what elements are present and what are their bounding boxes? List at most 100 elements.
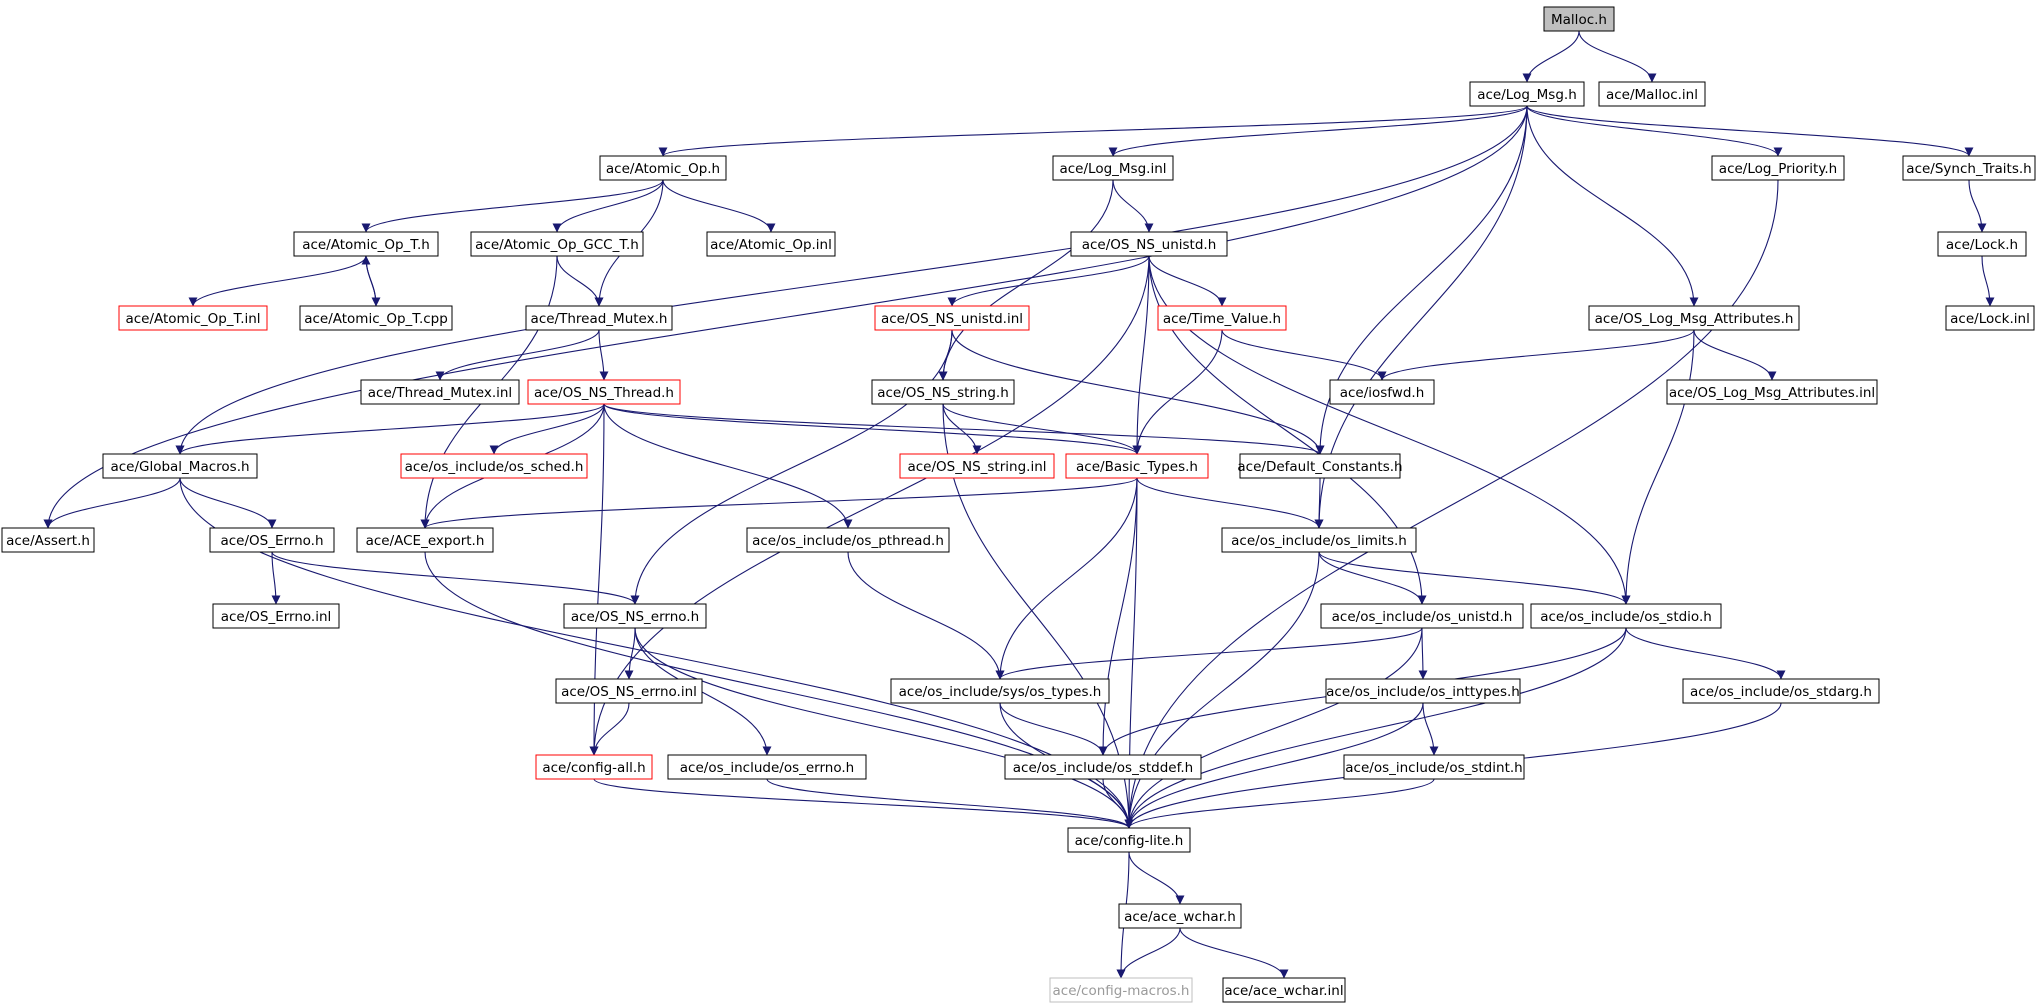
- node-label: ace/OS_NS_Thread.h: [534, 385, 674, 401]
- node-box: [874, 305, 1030, 331]
- node-os_sched_h[interactable]: ace/os_include/os_sched.h: [400, 453, 588, 479]
- edge-os_ns_thread_h-to-os_sched_h: [489, 403, 605, 455]
- node-label: ace/OS_NS_unistd.inl: [881, 311, 1023, 327]
- node-atomic_op_h[interactable]: ace/Atomic_Op.h: [599, 155, 727, 181]
- node-box: [706, 231, 836, 257]
- node-os_ns_unistd_h[interactable]: ace/OS_NS_unistd.h: [1070, 231, 1228, 257]
- edge-os_stdio_h-to-config_lite_h: [1124, 627, 1627, 829]
- edge-sys_os_types_h-to-os_stddef_h: [999, 702, 1108, 756]
- node-os_stdio_h[interactable]: ace/os_include/os_stdio.h: [1530, 603, 1722, 629]
- node-os_ns_string_h[interactable]: ace/OS_NS_string.h: [871, 379, 1015, 405]
- node-os_ns_unistd_inl[interactable]: ace/OS_NS_unistd.inl: [874, 305, 1030, 331]
- node-os_stddef_h[interactable]: ace/os_include/os_stddef.h: [1004, 754, 1202, 780]
- node-label: ace/Atomic_Op_T.h: [302, 237, 430, 253]
- node-box: [1666, 379, 1878, 405]
- node-atomic_op_gcc_t_h[interactable]: ace/Atomic_Op_GCC_T.h: [470, 231, 644, 257]
- edge-os_ns_thread_h-to-global_macros_h: [175, 403, 605, 455]
- node-default_constants_h[interactable]: ace/Default_Constants.h: [1237, 453, 1403, 479]
- node-atomic_op_inl[interactable]: ace/Atomic_Op.inl: [706, 231, 836, 257]
- node-box: [1221, 527, 1417, 553]
- node-label: ace/OS_NS_string.inl: [907, 459, 1046, 475]
- node-atomic_op_t_h[interactable]: ace/Atomic_Op_T.h: [293, 231, 439, 257]
- node-os_pthread_h[interactable]: ace/os_include/os_pthread.h: [746, 527, 950, 553]
- node-os_errno_inl[interactable]: ace/OS_Errno.inl: [212, 603, 340, 629]
- node-label: ace/Thread_Mutex.h: [531, 311, 668, 327]
- node-lock_h[interactable]: ace/Lock.h: [1937, 231, 2027, 257]
- node-ace_wchar_inl[interactable]: ace/ace_wchar.inl: [1222, 977, 1346, 1003]
- node-box: [118, 305, 268, 331]
- node-log_msg_h[interactable]: ace/Log_Msg.h: [1469, 81, 1585, 107]
- node-label: ace/ace_wchar.h: [1124, 909, 1236, 925]
- edge-os_unistd_h-to-os_inttypes_h: [1418, 627, 1428, 680]
- node-label: Malloc.h: [1551, 12, 1607, 28]
- edge-os_ns_unistd_inl-to-default_constants_h: [951, 329, 1325, 455]
- node-global_macros_h[interactable]: ace/Global_Macros.h: [102, 453, 258, 479]
- node-os_errno_os_h[interactable]: ace/os_include/os_errno.h: [667, 754, 867, 780]
- edge-os_ns_unistd_h-to-config_all_h: [589, 255, 1150, 756]
- edge-os_errno_h-to-os_errno_inl: [271, 551, 281, 605]
- node-label: ace/ACE_export.h: [366, 533, 485, 549]
- node-os_errno_h[interactable]: ace/OS_Errno.h: [209, 527, 335, 553]
- node-log_priority_h[interactable]: ace/Log_Priority.h: [1711, 155, 1845, 181]
- node-label: ace/OS_NS_errno.h: [571, 609, 699, 625]
- node-config_lite_h[interactable]: ace/config-lite.h: [1067, 827, 1191, 853]
- node-box: [360, 379, 520, 405]
- node-os_log_msg_attributes_inl[interactable]: ace/OS_Log_Msg_Attributes.inl: [1666, 379, 1878, 405]
- node-label: ace/config-lite.h: [1075, 833, 1184, 849]
- node-ace_wchar_h[interactable]: ace/ace_wchar.h: [1118, 903, 1242, 929]
- node-os_inttypes_h[interactable]: ace/os_include/os_inttypes.h: [1325, 678, 1521, 704]
- node-atomic_op_t_cpp[interactable]: ace/Atomic_Op_T.cpp: [299, 305, 453, 331]
- node-malloc_h[interactable]: Malloc.h: [1543, 6, 1615, 32]
- node-box: [1067, 827, 1191, 853]
- node-box: [1118, 903, 1242, 929]
- node-label: ace/Default_Constants.h: [1237, 459, 1402, 475]
- node-box: [1598, 81, 1706, 107]
- node-basic_types_h[interactable]: ace/Basic_Types.h: [1065, 453, 1209, 479]
- node-box: [1711, 155, 1845, 181]
- edge-basic_types_h-to-os_limits_h: [1136, 477, 1324, 529]
- edge-thread_mutex_h-to-thread_mutex_inl: [435, 329, 600, 381]
- node-lock_inl[interactable]: ace/Lock.inl: [1945, 305, 2035, 331]
- node-label: ace/Log_Priority.h: [1719, 161, 1837, 177]
- node-os_limits_h[interactable]: ace/os_include/os_limits.h: [1221, 527, 1417, 553]
- edge-os_ns_unistd_h-to-basic_types_h: [1132, 255, 1150, 455]
- edge-os_ns_unistd_h-to-time_value_h: [1148, 255, 1227, 307]
- node-os_ns_errno_inl[interactable]: ace/OS_NS_errno.inl: [555, 678, 703, 704]
- node-label: ace/ace_wchar.inl: [1224, 983, 1343, 999]
- node-label: ace/Basic_Types.h: [1076, 459, 1198, 475]
- node-os_ns_errno_h[interactable]: ace/OS_NS_errno.h: [563, 603, 707, 629]
- node-os_ns_thread_h[interactable]: ace/OS_NS_Thread.h: [527, 379, 681, 405]
- node-box: [1530, 603, 1722, 629]
- edge-os_ns_string_h-to-basic_types_h: [942, 403, 1142, 455]
- node-os_stdint_h[interactable]: ace/os_include/os_stdint.h: [1343, 754, 1525, 780]
- node-os_ns_string_inl[interactable]: ace/OS_NS_string.inl: [899, 453, 1055, 479]
- node-label: ace/os_include/os_errno.h: [680, 760, 854, 776]
- edge-config_all_h-to-config_lite_h: [593, 778, 1134, 829]
- node-iosfwd_h[interactable]: ace/iosfwd.h: [1329, 379, 1435, 405]
- node-sys_os_types_h[interactable]: ace/os_include/sys/os_types.h: [890, 678, 1110, 704]
- node-os_unistd_h[interactable]: ace/os_include/os_unistd.h: [1320, 603, 1524, 629]
- edge-log_msg_h-to-atomic_op_h: [658, 105, 1528, 157]
- edge-default_constants_h-to-os_limits_h: [1314, 477, 1324, 529]
- node-atomic_op_t_inl[interactable]: ace/Atomic_Op_T.inl: [118, 305, 268, 331]
- node-ace_export_h[interactable]: ace/ACE_export.h: [356, 527, 494, 553]
- node-box: [599, 155, 727, 181]
- node-log_msg_inl[interactable]: ace/Log_Msg.inl: [1052, 155, 1174, 181]
- node-thread_mutex_inl[interactable]: ace/Thread_Mutex.inl: [360, 379, 520, 405]
- edge-atomic_op_t_cpp-to-atomic_op_t_h: [361, 255, 377, 307]
- node-thread_mutex_h[interactable]: ace/Thread_Mutex.h: [525, 305, 673, 331]
- node-time_value_h[interactable]: ace/Time_Value.h: [1157, 305, 1287, 331]
- node-malloc_inl[interactable]: ace/Malloc.inl: [1598, 81, 1706, 107]
- node-config_macros_h[interactable]: ace/config-macros.h: [1049, 977, 1193, 1003]
- edge-log_msg_inl-to-os_ns_unistd_h: [1112, 179, 1154, 233]
- edge-os_stdio_h-to-os_stdarg_h: [1625, 627, 1786, 680]
- node-os_log_msg_attributes_h[interactable]: ace/OS_Log_Msg_Attributes.h: [1588, 305, 1800, 331]
- node-assert_h[interactable]: ace/Assert.h: [1, 527, 95, 553]
- edge-os_limits_h-to-os_stdio_h: [1318, 551, 1631, 605]
- node-synch_traits_h[interactable]: ace/Synch_Traits.h: [1902, 155, 2036, 181]
- node-box: [356, 527, 494, 553]
- node-config_all_h[interactable]: ace/config-all.h: [535, 754, 653, 780]
- node-os_stdarg_h[interactable]: ace/os_include/os_stdarg.h: [1682, 678, 1880, 704]
- node-box: [1902, 155, 2036, 181]
- node-label: ace/os_include/os_stdio.h: [1540, 609, 1712, 625]
